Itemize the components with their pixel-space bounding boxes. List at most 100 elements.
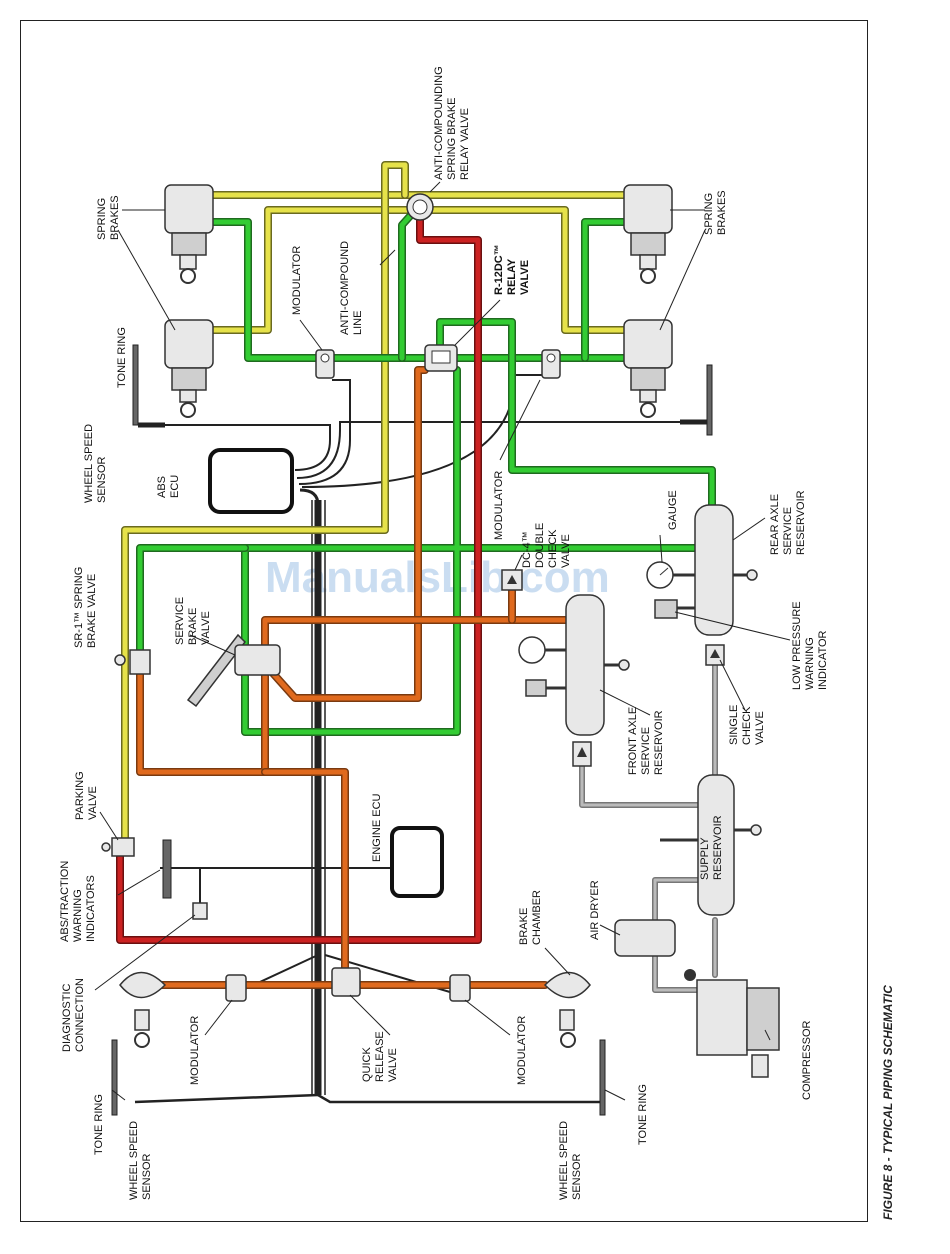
label-single-check: SINGLE CHECK VALVE xyxy=(728,705,766,745)
label-rear-reservoir: REAR AXLE SERVICE RESERVOIR xyxy=(769,490,807,555)
svg-text:SENSOR: SENSOR xyxy=(571,1153,583,1200)
abs-traction-indicators xyxy=(162,839,208,920)
svg-text:WHEEL SPEED: WHEEL SPEED xyxy=(128,1121,140,1200)
green-lines xyxy=(136,201,716,736)
svg-text:CHAMBER: CHAMBER xyxy=(531,890,543,945)
svg-text:LOW PRESSURE: LOW PRESSURE xyxy=(791,601,803,690)
svg-text:VALVE: VALVE xyxy=(754,711,766,745)
leader-lines xyxy=(94,181,791,1101)
svg-text:LINE: LINE xyxy=(352,311,364,335)
gauge xyxy=(646,561,695,589)
tone-ring-bottom-right xyxy=(599,1039,606,1116)
svg-text:SPRING BRAKE: SPRING BRAKE xyxy=(446,97,458,180)
svg-text:BRAKES: BRAKES xyxy=(109,195,121,240)
dc4-double-check-valve xyxy=(501,569,523,591)
svg-text:VALVE: VALVE xyxy=(387,1048,399,1082)
svg-text:WARNING: WARNING xyxy=(72,889,84,942)
label-spring-brakes-right: SPRING BRAKES xyxy=(703,190,728,235)
svg-text:BRAKES: BRAKES xyxy=(716,190,728,235)
svg-text:DC-4™: DC-4™ xyxy=(521,531,533,568)
tone-ring-top-right xyxy=(680,364,713,436)
spring-brake-bottom-right xyxy=(623,319,673,418)
svg-text:VALVE: VALVE xyxy=(519,260,531,295)
svg-text:MODULATOR: MODULATOR xyxy=(189,1016,201,1085)
svg-text:RESERVOIR: RESERVOIR xyxy=(712,815,724,880)
svg-text:RELAY VALVE: RELAY VALVE xyxy=(459,108,471,180)
label-spring-brakes-left: SPRING BRAKES xyxy=(96,195,121,240)
svg-text:DIAGNOSTIC: DIAGNOSTIC xyxy=(61,983,73,1052)
svg-text:SPRING: SPRING xyxy=(96,198,108,240)
svg-text:RELAY: RELAY xyxy=(506,258,518,295)
svg-text:SR-1™ SPRING: SR-1™ SPRING xyxy=(73,567,85,648)
spring-brake-top-right xyxy=(623,184,673,284)
front-brake-chamber-left xyxy=(119,971,167,1048)
label-gauge: GAUGE xyxy=(667,490,679,530)
supply-reservoir xyxy=(660,774,762,916)
label-modulator-bottom-middle: MODULATOR xyxy=(516,1016,528,1085)
label-quick-release: QUICK RELEASE VALVE xyxy=(361,1031,399,1082)
label-modulator-right: MODULATOR xyxy=(493,471,505,540)
modulator-top-right xyxy=(541,349,561,379)
label-air-dryer: AIR DRYER xyxy=(589,880,601,940)
red-lines xyxy=(116,201,482,944)
svg-text:ECU: ECU xyxy=(169,475,181,498)
svg-text:CHECK: CHECK xyxy=(741,706,753,745)
svg-text:ENGINE ECU: ENGINE ECU xyxy=(371,793,383,862)
label-front-reservoir: FRONT AXLE SERVICE RESERVOIR xyxy=(627,707,665,775)
label-abs-traction: ABS/TRACTION WARNING INDICATORS xyxy=(59,861,97,942)
svg-text:MODULATOR: MODULATOR xyxy=(291,246,303,315)
anti-compounding-relay-valve xyxy=(406,193,434,221)
quick-release-valve xyxy=(331,967,361,997)
svg-text:MODULATOR: MODULATOR xyxy=(516,1016,528,1085)
svg-text:SENSOR: SENSOR xyxy=(96,456,108,503)
svg-text:SERVICE: SERVICE xyxy=(782,507,794,555)
label-sr1: SR-1™ SPRING BRAKE VALVE xyxy=(73,567,98,648)
svg-text:BRAKE: BRAKE xyxy=(518,908,530,945)
svg-text:DOUBLE: DOUBLE xyxy=(534,523,546,568)
svg-text:TONE RING: TONE RING xyxy=(93,1094,105,1155)
svg-text:VALVE: VALVE xyxy=(200,611,212,645)
orange-lines xyxy=(136,366,572,989)
r12dc-relay-valve xyxy=(424,344,458,372)
rear-axle-reservoir xyxy=(694,504,758,636)
label-service-brake: SERVICE BRAKE VALVE xyxy=(174,597,212,645)
figure-caption: FIGURE 8 - TYPICAL PIPING SCHEMATIC xyxy=(881,985,895,1220)
svg-text:R-12DC™: R-12DC™ xyxy=(493,244,505,295)
label-tone-ring-bottom-left: TONE RING xyxy=(93,1094,105,1155)
modulator-bottom-left xyxy=(225,974,247,1002)
watermark-text: ManualsLib.com xyxy=(265,553,610,602)
svg-text:MODULATOR: MODULATOR xyxy=(493,471,505,540)
svg-text:INDICATOR: INDICATOR xyxy=(817,630,829,690)
parking-valve xyxy=(101,837,135,857)
svg-text:TONE RING: TONE RING xyxy=(116,327,128,388)
svg-text:WHEEL SPEED: WHEEL SPEED xyxy=(83,424,95,503)
svg-text:SUPPLY: SUPPLY xyxy=(699,837,711,880)
label-parking-valve: PARKING VALVE xyxy=(74,771,99,820)
svg-text:WHEEL SPEED: WHEEL SPEED xyxy=(558,1121,570,1200)
yellow-lines xyxy=(121,161,649,844)
label-abs-ecu: ABS ECU xyxy=(156,475,181,498)
svg-text:FIGURE 8 - TYPICAL PIPING SCHE: FIGURE 8 - TYPICAL PIPING SCHEMATIC xyxy=(881,985,895,1220)
svg-text:ANTI-COMPOUND: ANTI-COMPOUND xyxy=(339,241,351,335)
svg-text:SINGLE: SINGLE xyxy=(728,705,740,745)
label-brake-chamber: BRAKE CHAMBER xyxy=(518,890,543,945)
abs-ecu xyxy=(208,448,294,514)
label-wheel-speed-bottom-left: WHEEL SPEED SENSOR xyxy=(128,1121,153,1200)
label-diagnostic: DIAGNOSTIC CONNECTION xyxy=(61,978,86,1052)
svg-text:INDICATORS: INDICATORS xyxy=(85,875,97,942)
compressor xyxy=(684,969,780,1078)
low-pressure-indicator xyxy=(654,599,695,619)
svg-text:ABS: ABS xyxy=(156,476,168,498)
front-axle-reservoir xyxy=(518,594,630,767)
svg-text:TONE RING: TONE RING xyxy=(637,1084,649,1145)
label-tone-ring-top: TONE RING xyxy=(116,327,128,388)
label-supply-reservoir: SUPPLY RESERVOIR xyxy=(699,815,724,880)
label-wheel-speed-top: WHEEL SPEED SENSOR xyxy=(83,424,108,503)
modulator-bottom-middle xyxy=(449,974,471,1002)
spring-brake-bottom-left xyxy=(164,319,214,418)
label-compressor: COMPRESSOR xyxy=(801,1020,813,1100)
label-wheel-speed-bottom-right: WHEEL SPEED SENSOR xyxy=(558,1121,583,1200)
label-tone-ring-bottom-right: TONE RING xyxy=(637,1084,649,1145)
label-anti-compounding: ANTI-COMPOUNDING SPRING BRAKE RELAY VALV… xyxy=(433,66,471,180)
wiring-harness xyxy=(134,374,690,1104)
